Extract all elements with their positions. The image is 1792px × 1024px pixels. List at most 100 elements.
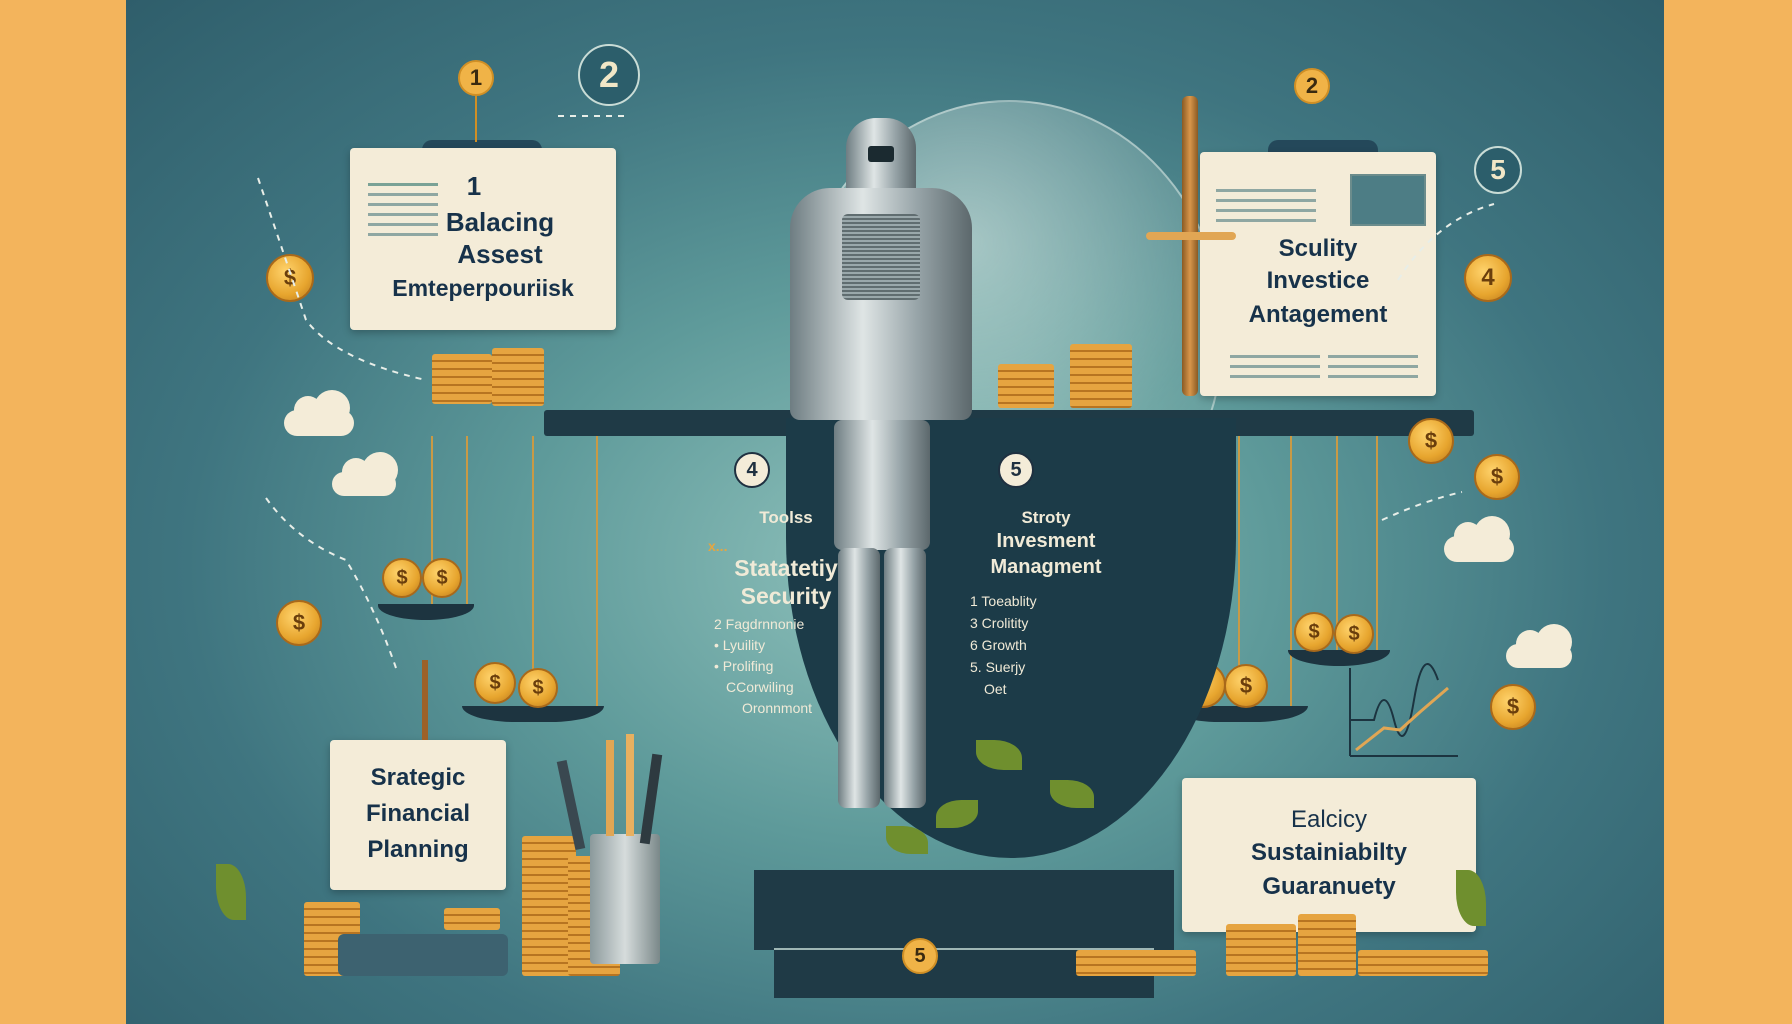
- shield-right-text: Stroty Invesment Managment 1 Toeablity 3…: [956, 508, 1136, 700]
- card-line: Emteperpouriisk: [392, 275, 574, 301]
- coin-icon: $: [266, 254, 314, 302]
- text-lines-decoration: [368, 176, 438, 243]
- line-chart-icon: [1349, 663, 1458, 757]
- badge-number: 5: [902, 938, 938, 974]
- sword-guard: [1146, 232, 1236, 240]
- shield-list-item: CCorwiling: [726, 679, 794, 695]
- badge-number: 5: [1474, 146, 1522, 194]
- badge-number: 4: [734, 452, 770, 488]
- coin-stack: [1076, 950, 1196, 976]
- coin-icon: $: [1224, 664, 1268, 708]
- shield-list-item: • Prolifing: [714, 658, 774, 674]
- coin-icon: $: [1490, 684, 1536, 730]
- scale-chain: [532, 436, 534, 708]
- coin-icon: $: [518, 668, 558, 708]
- scale-chain: [466, 436, 468, 606]
- plant-leaf-icon: [886, 826, 928, 854]
- card-number: 1: [466, 171, 482, 201]
- scale-chain: [596, 436, 598, 708]
- card-line: Srategic: [370, 764, 466, 791]
- plant-leaf-icon: [1050, 780, 1094, 808]
- scale-pan-left-upper: [378, 604, 474, 620]
- cloud-icon: [284, 390, 354, 436]
- coin-stack: [444, 908, 500, 930]
- card-sustainability: Ealcicy Sustainiabilty Guaranuety: [1182, 778, 1476, 932]
- text-lines-decoration: [1216, 182, 1316, 229]
- coin-stack: [432, 354, 492, 404]
- coin-stack: [1298, 914, 1356, 976]
- coin-icon: $: [1474, 454, 1520, 500]
- card-strategic-planning: Srategic Financial Planning: [330, 740, 506, 890]
- coin-stack: [492, 348, 544, 406]
- knight-leg-right: [884, 548, 926, 808]
- scale-chain: [1336, 436, 1338, 654]
- shield-title: Managment: [990, 556, 1102, 578]
- card-balancing-assets: 1 Balacing Assest Emteperpouriisk: [350, 148, 616, 330]
- card-subtitle: Ealcicy: [1290, 806, 1368, 833]
- right-orange-border: [1664, 0, 1792, 1024]
- shield-list-item: 5. Suerjy: [970, 659, 1026, 675]
- text-lines-decoration: [1328, 348, 1418, 385]
- card-line: Investice: [1266, 267, 1370, 294]
- pencil-icon: [626, 734, 634, 836]
- coin-icon: $: [422, 558, 462, 598]
- cloud-icon: [1444, 516, 1514, 562]
- badge-number: 1: [458, 60, 494, 96]
- shield-list-item: 6 Growth: [970, 637, 1027, 653]
- arrow-pole: [422, 660, 428, 740]
- card-line: Antagement: [1248, 301, 1388, 328]
- shield-list-item: 1 Toeablity: [970, 593, 1037, 609]
- card-line: Balacing: [445, 207, 555, 237]
- badge-number: 5: [998, 452, 1034, 488]
- scale-chain: [1238, 436, 1240, 708]
- dashed-arrow-paths: [257, 115, 1495, 669]
- pin-line: [475, 96, 477, 142]
- shield-title: Statatetiy: [734, 555, 838, 581]
- scale-pan-right-upper: [1288, 650, 1390, 666]
- cloud-icon: [332, 452, 398, 496]
- shield-list-item: Oet: [984, 681, 1007, 697]
- shield-list-item: • Lyuility: [714, 637, 766, 653]
- left-orange-border: [0, 0, 126, 1024]
- scale-pan-left-lower: [462, 706, 604, 722]
- illustration-canvas: 1 Balacing Assest Emteperpouriisk 1 2 Sc…: [126, 0, 1664, 1024]
- coin-icon: $: [474, 662, 516, 704]
- coin-number: 4: [1464, 254, 1512, 302]
- knight-hips: [834, 420, 930, 550]
- pencil-icon: [606, 740, 614, 836]
- coin-icon: $: [276, 600, 322, 646]
- scale-chain: [1290, 436, 1292, 708]
- chainmail: [842, 214, 920, 300]
- shield-heading: Toolss: [759, 508, 813, 527]
- shield-list-item: 3 Crolitity: [970, 615, 1029, 631]
- scale-pan-right-lower: [1166, 706, 1308, 722]
- coin-icon: $: [382, 558, 422, 598]
- scale-chain: [431, 436, 433, 606]
- card-line: Assest: [457, 239, 543, 269]
- card-line: Sustainiabilty: [1250, 839, 1408, 866]
- shield-title: Security: [740, 583, 832, 609]
- shield-list-item: 2 Fagdrnnonie: [714, 616, 805, 632]
- coin-stack: [522, 836, 576, 976]
- card-line: Financial: [365, 800, 471, 827]
- shield-title: Invesment: [996, 530, 1096, 552]
- coin-icon: $: [1294, 612, 1334, 652]
- knight-leg-left: [838, 548, 880, 808]
- coin-stack: [1226, 924, 1296, 976]
- wallet-icon: [338, 934, 508, 976]
- badge-number: 2: [578, 44, 640, 106]
- shield-heading: Stroty: [1021, 508, 1071, 527]
- pencil-cup: [590, 834, 660, 964]
- text-lines-decoration: [1230, 348, 1320, 385]
- coin-stack: [1070, 344, 1132, 408]
- coin-stack: [998, 364, 1054, 408]
- shield-list-item: Oronnmont: [742, 700, 813, 716]
- coin-stack: [1358, 950, 1488, 976]
- plinth-upper: [754, 870, 1174, 950]
- shield-marker: x...: [708, 538, 728, 554]
- card-security-investment: Sculity Investice Antagement: [1200, 152, 1436, 396]
- sword-icon: [1182, 96, 1198, 396]
- card-line: Sculity: [1278, 235, 1358, 262]
- bar-chart-icon: [1350, 174, 1426, 226]
- plant-leaf-icon: [976, 740, 1022, 770]
